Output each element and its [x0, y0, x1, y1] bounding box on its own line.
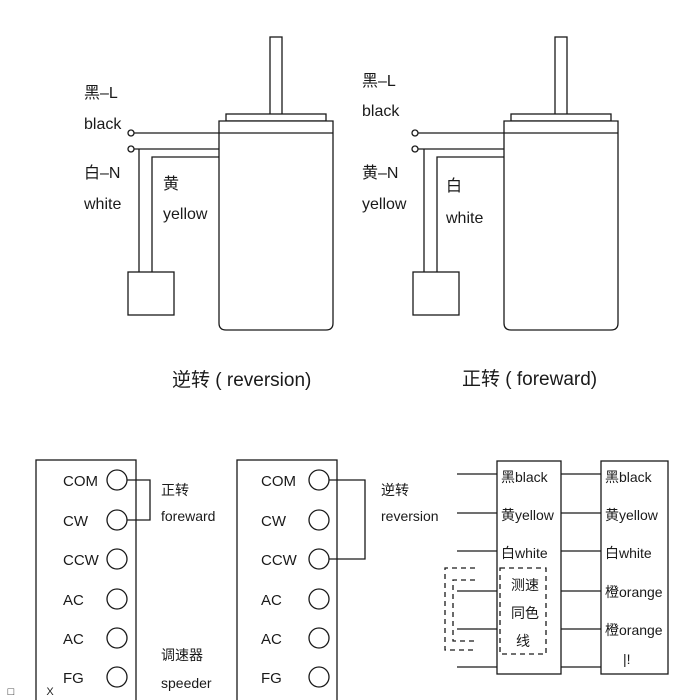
connector-right-housing [600, 460, 669, 675]
connector-pin-label: |! [623, 651, 631, 667]
terminal-label: CCW [261, 552, 298, 569]
connector-pin-label: 黑black [501, 469, 549, 485]
terminal-screws [308, 469, 330, 688]
minimize-button[interactable]: □ [7, 686, 15, 698]
terminal-dot [411, 145, 419, 153]
note-foreward-en: foreward [161, 508, 215, 524]
label-black: black [362, 103, 400, 120]
label-yellow-cn: 黄 [163, 175, 179, 193]
motor-shaft [269, 36, 283, 116]
terminal-screw [106, 548, 128, 570]
terminal-label: AC [261, 631, 282, 648]
connector-pin-label: 黄yellow [605, 507, 659, 523]
connector-pin-label: 白white [501, 545, 548, 561]
panel-frame [35, 459, 137, 700]
terminal-label: FG [261, 670, 282, 687]
motor-body [218, 120, 334, 331]
sensor-label: 线 [516, 633, 530, 649]
connector-pin-label: 黑black [605, 469, 653, 485]
capacitor [127, 271, 175, 316]
terminal-dot [127, 145, 135, 153]
sensor-label: 测速 [511, 577, 539, 593]
terminal-label: COM [63, 473, 98, 490]
label-white-n: 白–N [84, 164, 120, 182]
label-yellow: yellow [163, 206, 208, 223]
caption-reversion: 逆转 ( reversion) [172, 369, 311, 391]
note-speeder-en: speeder [161, 675, 212, 691]
terminal-dot [127, 129, 135, 137]
wire-white [436, 156, 504, 272]
speed-sensor-box [499, 567, 547, 655]
terminal-screw [308, 666, 330, 688]
terminal-label: AC [63, 631, 84, 648]
label-yellow-n: 黄–N [362, 164, 398, 182]
terminal-panel-foreward: COM CW CCW AC AC FG 正转 foreward 调速器 spee… [35, 459, 215, 700]
terminal-label: CW [261, 513, 287, 530]
note-speeder-cn: 调速器 [161, 647, 203, 663]
terminal-label: CCW [63, 552, 100, 569]
terminal-label: COM [261, 473, 296, 490]
terminal-screw [308, 509, 330, 531]
terminal-label: AC [261, 592, 282, 609]
motor-shaft [554, 36, 568, 116]
terminal-screw [106, 469, 128, 491]
motor-body [503, 120, 619, 331]
label-black-l: 黑–L [362, 73, 396, 90]
terminal-dot [411, 129, 419, 137]
terminal-screw [106, 588, 128, 610]
label-white: white [83, 196, 121, 213]
connector-left-labels: 黑black 黄yellow 白white [501, 469, 555, 561]
note-reversion-en: reversion [381, 508, 439, 524]
label-white: white [445, 210, 483, 227]
connector-right-labels: 黑black 黄yellow 白white 橙orange 橙orange |! [605, 469, 663, 667]
terminal-label: FG [63, 670, 84, 687]
terminal-label-group: COM CW CCW AC AC FG [63, 473, 100, 687]
terminal-label: AC [63, 592, 84, 609]
wire-yellow [151, 156, 219, 272]
note-reversion-cn: 逆转 [381, 482, 409, 498]
sensor-wire-outer [444, 567, 475, 651]
caption-foreward: 正转 ( foreward) [462, 368, 597, 390]
terminal-screw [308, 588, 330, 610]
terminal-screws [106, 469, 128, 688]
terminal-screw [106, 509, 128, 531]
panel-frame [236, 459, 338, 700]
label-white-cn: 白 [446, 177, 462, 195]
motor-flange [225, 113, 327, 122]
terminal-screw [308, 627, 330, 649]
connector-pin-label: 橙orange [605, 622, 663, 638]
connector-pin-label: 白white [605, 545, 652, 561]
connector-pin-label: 黄yellow [501, 507, 555, 523]
terminal-label-group: COM CW CCW AC AC FG [261, 473, 298, 687]
reversion-wiring: 黑–L black 白–N white 黄 yellow 逆转 ( revers… [83, 36, 334, 391]
capacitor [412, 271, 460, 316]
close-button[interactable]: X [46, 686, 54, 698]
sensor-label: 同色 [511, 605, 539, 621]
terminal-screw [106, 666, 128, 688]
motor-flange [510, 113, 612, 122]
connector-left-housing [496, 460, 562, 675]
terminal-screw [308, 548, 330, 570]
jumper-com-ccw [329, 479, 366, 560]
terminal-label: CW [63, 513, 89, 530]
connector-pin-label: 橙orange [605, 584, 663, 600]
terminal-panel-reversion: COM CW CCW AC AC FG 逆转 reversion [236, 459, 439, 700]
foreward-wiring: 黑–L black 黄–N yellow 白 white 正转 ( forewa… [362, 36, 619, 390]
terminal-screw [106, 627, 128, 649]
label-black-l: 黑–L [84, 85, 118, 102]
terminal-screw [308, 469, 330, 491]
note-foreward-cn: 正转 [161, 482, 189, 498]
sensor-wire-inner [452, 579, 475, 642]
jumper-com-cw [127, 479, 151, 521]
label-yellow: yellow [362, 196, 407, 213]
plug-connector: 黑black 黄yellow 白white 黑black 黄yellow 白wh… [444, 460, 669, 675]
label-black: black [84, 116, 122, 133]
